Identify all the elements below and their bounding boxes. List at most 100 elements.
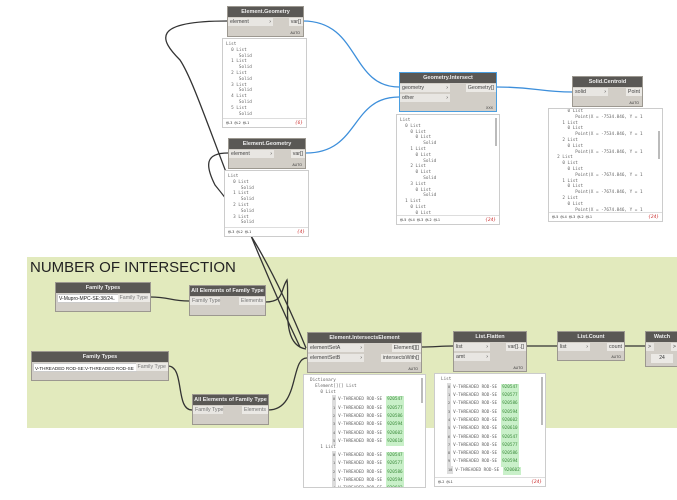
- preview-line: 4 List: [226, 94, 247, 100]
- scrollbar[interactable]: [658, 131, 660, 159]
- lacing-label[interactable]: AUTO: [629, 101, 639, 105]
- group-title[interactable]: NUMBER OF INTERSECTION: [30, 259, 236, 276]
- list-count-node[interactable]: List.Count list› count AUTO: [557, 331, 625, 361]
- scrollbar[interactable]: [541, 377, 543, 425]
- output-port-elements[interactable]: Elements: [241, 406, 268, 414]
- preview-line: Point(X = -7534.846, Y = 1: [552, 149, 643, 155]
- output-port-geometry[interactable]: Geometry[]: [465, 84, 496, 92]
- input-port-element[interactable]: element›: [228, 18, 273, 26]
- solid-centroid-node[interactable]: Solid.Centroid solid› Point AUTO: [572, 76, 643, 107]
- lacing-label[interactable]: AUTO: [292, 163, 302, 167]
- preview-line: 2 List: [552, 137, 578, 143]
- output-port-intersects-with[interactable]: intersectsWith[]: [380, 354, 421, 362]
- input-port[interactable]: >: [646, 343, 654, 351]
- scrollbar[interactable]: [421, 378, 423, 403]
- all-elements-of-family-type-node-2[interactable]: All Elements of Family Type Family Type …: [192, 394, 269, 425]
- chevron-right-icon: ›: [446, 95, 448, 101]
- input-port-list[interactable]: list›: [558, 343, 590, 351]
- output-port-elements[interactable]: Elements: [238, 297, 265, 305]
- geometry-intersect-node[interactable]: Geometry.Intersect geometry› other› Geom…: [399, 72, 497, 112]
- output-port-var[interactable]: var[]: [290, 150, 305, 158]
- input-port-family-type[interactable]: Family Type: [190, 297, 221, 305]
- lacing-label[interactable]: AUTO: [408, 367, 418, 371]
- item-index: 0: [332, 395, 337, 404]
- output-port[interactable]: >: [670, 343, 677, 351]
- list-flatten-node[interactable]: List.Flatten list› amt› var[]..[] AUTO: [453, 331, 527, 372]
- levels: @L3 @L2 @L1: [228, 230, 252, 234]
- input-port-family-type[interactable]: Family Type: [193, 406, 224, 414]
- element-geometry-node-2[interactable]: Element.Geometry element› var[] AUTO: [228, 138, 306, 169]
- item-index: 4: [332, 428, 337, 437]
- preview-geom1[interactable]: List 0 List Solid 1 List Solid 2 List So…: [222, 38, 307, 128]
- input-port-element-set-b[interactable]: elementSetB›: [308, 354, 364, 362]
- scrollbar[interactable]: [495, 118, 497, 146]
- output-port-count[interactable]: count: [607, 343, 624, 351]
- wire: [420, 345, 454, 348]
- output-port-var[interactable]: var[]..[]: [505, 343, 526, 351]
- output-port-point[interactable]: Point: [625, 88, 642, 96]
- lacing-label[interactable]: XXX: [485, 106, 493, 110]
- wire: [149, 296, 190, 302]
- family-types-node-1[interactable]: Family Types V-Mupro-MPC-SE:38/24⌄ Famil…: [55, 282, 151, 312]
- input-port-other[interactable]: other›: [400, 94, 450, 102]
- lacing-label[interactable]: AUTO: [513, 366, 523, 370]
- preview-centroid[interactable]: 0 List Point(X = -7534.846, Y = 1 1 List…: [548, 108, 663, 222]
- port-label: list: [560, 344, 567, 350]
- output-port-family-type[interactable]: Family Type: [135, 363, 168, 371]
- input-port-geometry[interactable]: geometry›: [400, 84, 450, 92]
- preview-line: 2 List: [552, 195, 578, 201]
- output-port-element[interactable]: Element[][]: [391, 344, 421, 352]
- family-types-node-2[interactable]: Family Types V-THREADED ROD-SE:V-THREADE…: [31, 351, 169, 381]
- element-id: 920547: [386, 396, 404, 405]
- element-intersects-element-node[interactable]: Element.IntersectsElement elementSetA› e…: [307, 332, 422, 373]
- preview-line: 0 List: [400, 123, 421, 129]
- output-port-var[interactable]: var[]: [288, 18, 303, 26]
- preview-geom2[interactable]: List 0 List Solid 1 List Solid 2 List So…: [224, 170, 309, 237]
- preview-line: 2 List: [228, 202, 249, 208]
- input-port-list[interactable]: list›: [454, 343, 490, 351]
- wire: [167, 365, 193, 411]
- input-port-element[interactable]: element›: [229, 150, 274, 158]
- preview-intersect[interactable]: List 0 List 0 List 0 List Solid 1 List 0…: [396, 114, 500, 225]
- element-geometry-node-1[interactable]: Element.Geometry element› var[] AUTO: [227, 6, 304, 37]
- family-type-dropdown[interactable]: V-THREADED ROD-SE:V-THREADED ROD-SE⌄: [33, 363, 137, 372]
- preview-line: 0 List: [400, 204, 426, 210]
- item-name: V-THREADED ROD-SE: [338, 452, 383, 458]
- lacing-label[interactable]: AUTO: [290, 31, 300, 35]
- preview-line: 3 List: [226, 82, 247, 88]
- family-type-dropdown[interactable]: V-Mupro-MPC-SE:38/24⌄: [57, 294, 119, 303]
- input-port-solid[interactable]: solid›: [573, 88, 608, 96]
- preview-line: List: [228, 174, 239, 179]
- watch-node[interactable]: Watch > > 24: [645, 331, 677, 367]
- output-port-family-type[interactable]: Family Type: [117, 294, 150, 302]
- input-port-element-set-a[interactable]: elementSetA›: [308, 344, 364, 352]
- input-port-amt[interactable]: amt›: [454, 353, 490, 361]
- lacing-label[interactable]: AUTO: [611, 355, 621, 359]
- preview-line: Solid: [228, 220, 254, 226]
- all-elements-of-family-type-node-1[interactable]: All Elements of Family Type Family Type …: [189, 285, 266, 316]
